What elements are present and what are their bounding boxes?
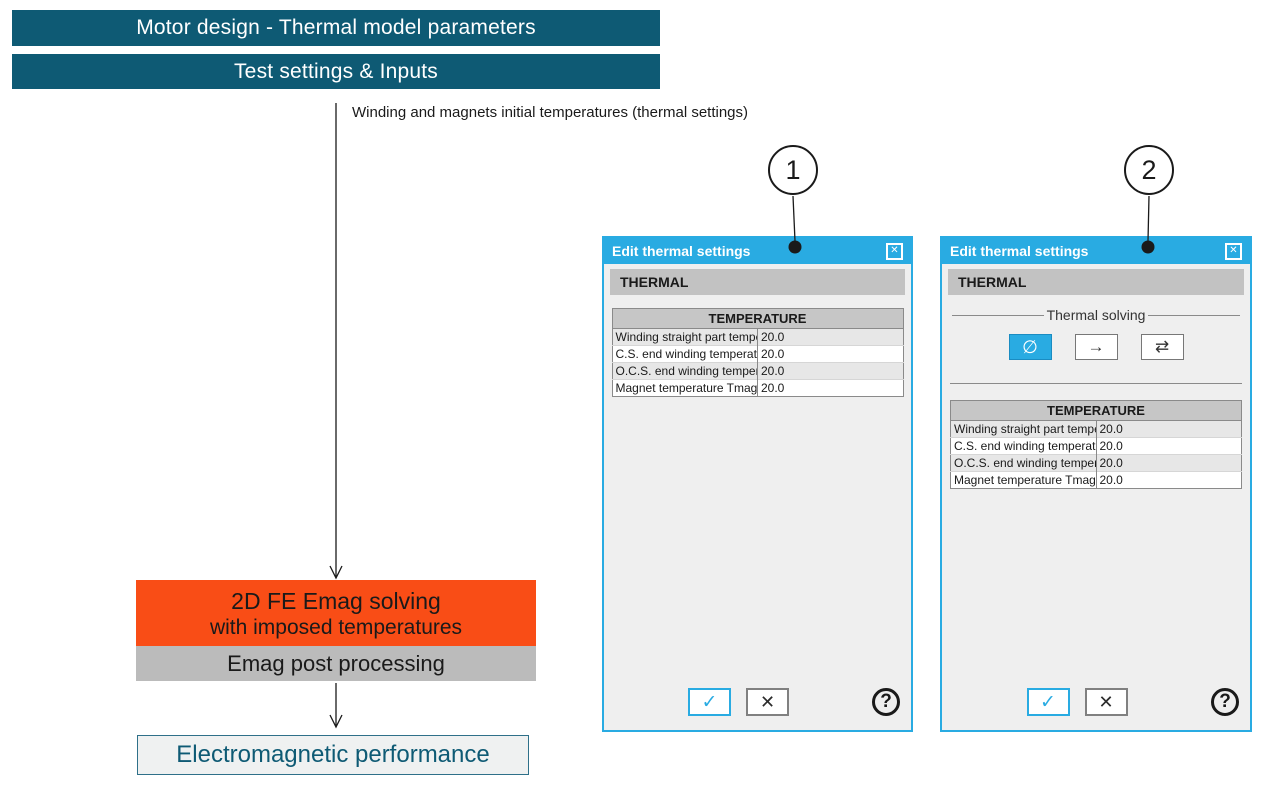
param-value-field[interactable]: 20.0 bbox=[757, 328, 903, 346]
close-icon[interactable]: ✕ bbox=[886, 242, 903, 260]
param-label: Magnet temperature Tmag (°C) bbox=[612, 379, 758, 397]
close-icon[interactable]: ✕ bbox=[1225, 242, 1242, 260]
thermal-solving-label: Thermal solving bbox=[1046, 307, 1146, 323]
thermal-solving-group-legend: Thermal solving bbox=[952, 307, 1240, 323]
electromagnetic-performance-box: Electromagnetic performance bbox=[137, 735, 529, 775]
table-row: O.C.S. end winding temperature (°C) 20.0 bbox=[950, 454, 1242, 472]
callout-circle-1: 1 bbox=[768, 145, 818, 195]
header-bar1-label: Motor design - Thermal model parameters bbox=[136, 16, 536, 39]
table-row: Winding straight part temperature (°C) 2… bbox=[950, 420, 1242, 438]
ok-button[interactable]: ✓ bbox=[1026, 688, 1070, 716]
param-label: Winding straight part temperature (°C) bbox=[612, 328, 758, 346]
bi-directional-solving-button[interactable]: ⇄ bbox=[1140, 334, 1184, 360]
table-header-row: TEMPERATURE bbox=[611, 308, 904, 329]
group-separator-line bbox=[950, 383, 1242, 384]
ok-button[interactable]: ✓ bbox=[688, 688, 731, 716]
check-icon: ✓ bbox=[701, 691, 718, 713]
callout-2-number: 2 bbox=[1141, 154, 1157, 185]
check-icon: ✓ bbox=[1040, 691, 1056, 713]
dialog1-title: Edit thermal settings bbox=[612, 243, 751, 259]
table-row: O.C.S. end winding temperature (°C) 20.0 bbox=[612, 362, 903, 380]
param-value-field[interactable]: 20.0 bbox=[1095, 471, 1242, 489]
header-bar2-label: Test settings & Inputs bbox=[233, 59, 438, 83]
no-thermal-solving-button[interactable]: ∅ bbox=[1008, 334, 1052, 360]
param-label: O.C.S. end winding temperature (°C) bbox=[950, 454, 1096, 472]
param-label: O.C.S. end winding temperature (°C) bbox=[612, 362, 758, 380]
electromagnetic-performance-label: Electromagnetic performance bbox=[176, 741, 490, 768]
question-mark-icon: ? bbox=[880, 691, 892, 712]
dialog1-thermal-section-header: THERMAL bbox=[610, 269, 905, 295]
no-thermal-solving-icon: ∅ bbox=[1022, 336, 1038, 357]
emag-solving-line1: 2D FE Emag solving bbox=[231, 587, 441, 614]
cancel-button[interactable]: ✕ bbox=[1084, 688, 1128, 716]
param-value-field[interactable]: 20.0 bbox=[1095, 437, 1242, 455]
emag-solving-line2: with imposed temperatures bbox=[209, 615, 463, 639]
table-row: Winding straight part temperature (°C) 2… bbox=[612, 328, 903, 346]
emag-post-processing-label: Emag post processing bbox=[227, 650, 445, 676]
dialog1-section-label: THERMAL bbox=[620, 274, 689, 290]
dialog2-thermal-section-header: THERMAL bbox=[948, 269, 1244, 295]
param-value-field[interactable]: 20.0 bbox=[757, 379, 903, 397]
temperature-table-header: TEMPERATURE bbox=[611, 308, 904, 329]
bi-directional-arrows-icon: ⇄ bbox=[1154, 337, 1170, 356]
question-mark-icon: ? bbox=[1219, 691, 1231, 712]
thermal-solving-options: ∅ → ⇄ bbox=[942, 334, 1250, 360]
one-directional-arrow-icon: → bbox=[1087, 337, 1105, 356]
cancel-button[interactable]: ✕ bbox=[746, 688, 789, 716]
dialog2-section-label: THERMAL bbox=[958, 274, 1027, 290]
param-label: Winding straight part temperature (°C) bbox=[950, 420, 1096, 438]
help-button[interactable]: ? bbox=[872, 688, 900, 716]
header-bar-thermal-model-parameters: Motor design - Thermal model parameters bbox=[12, 10, 660, 46]
table-header-row: TEMPERATURE bbox=[950, 400, 1242, 421]
table-row: C.S. end winding temperature (°C) 20.0 bbox=[950, 437, 1242, 455]
dialog1-title-bar: Edit thermal settings ✕ bbox=[604, 238, 911, 264]
param-label: C.S. end winding temperature (°C) bbox=[612, 345, 758, 363]
edit-thermal-settings-dialog-1: Edit thermal settings ✕ THERMAL TEMPERAT… bbox=[602, 236, 913, 732]
flow-annotation: Winding and magnets initial temperatures… bbox=[352, 104, 749, 121]
callout-1-number: 1 bbox=[785, 154, 801, 185]
dialog2-temperature-table: TEMPERATURE Winding straight part temper… bbox=[950, 400, 1242, 489]
dialog2-title: Edit thermal settings bbox=[950, 243, 1089, 259]
param-value-field[interactable]: 20.0 bbox=[1095, 454, 1242, 472]
table-row: Magnet temperature Tmag (°C) 20.0 bbox=[612, 379, 903, 397]
dialog1-footer: ✓ ✕ ? bbox=[604, 688, 911, 716]
table-row: C.S. end winding temperature (°C) 20.0 bbox=[612, 345, 903, 363]
param-label: Magnet temperature Tmag (°C) bbox=[950, 471, 1096, 489]
cancel-x-icon: ✕ bbox=[1098, 692, 1114, 712]
cancel-x-icon: ✕ bbox=[759, 692, 776, 712]
temperature-table-header: TEMPERATURE bbox=[950, 400, 1242, 421]
param-value-field[interactable]: 20.0 bbox=[1095, 420, 1242, 438]
dialog1-temperature-table: TEMPERATURE Winding straight part temper… bbox=[611, 308, 904, 397]
callout-circle-2: 2 bbox=[1124, 145, 1174, 195]
param-value-field[interactable]: 20.0 bbox=[757, 362, 903, 380]
header-bar-test-settings-inputs: Test settings & Inputs bbox=[12, 54, 660, 89]
help-button[interactable]: ? bbox=[1211, 688, 1239, 716]
param-value-field[interactable]: 20.0 bbox=[757, 345, 903, 363]
table-row: Magnet temperature Tmag (°C) 20.0 bbox=[950, 471, 1242, 489]
dialog2-footer: ✓ ✕ ? bbox=[942, 688, 1250, 716]
one-directional-solving-button[interactable]: → bbox=[1074, 334, 1118, 360]
param-label: C.S. end winding temperature (°C) bbox=[950, 437, 1096, 455]
dialog2-title-bar: Edit thermal settings ✕ bbox=[942, 238, 1250, 264]
emag-post-processing-box: Emag post processing bbox=[136, 646, 536, 681]
edit-thermal-settings-dialog-2: Edit thermal settings ✕ THERMAL Thermal … bbox=[940, 236, 1252, 732]
emag-solving-box: 2D FE Emag solving with imposed temperat… bbox=[136, 580, 536, 646]
